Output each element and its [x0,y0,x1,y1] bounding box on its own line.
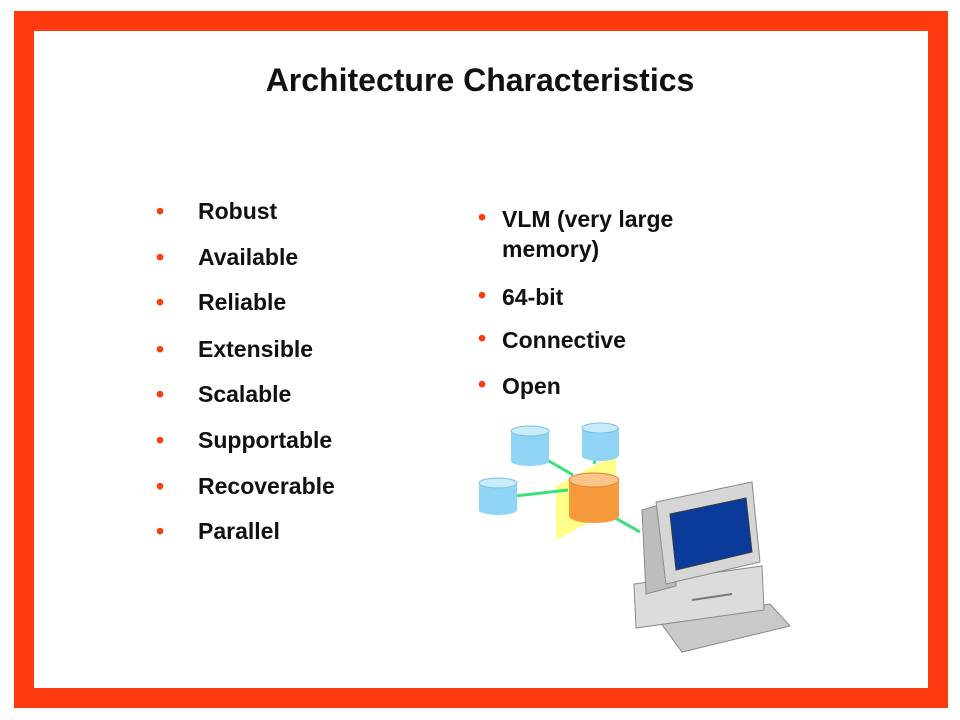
bullet-icon: • [478,371,487,397]
slide-title: Architecture Characteristics [265,62,695,98]
bullet-icon: • [156,198,165,224]
bullet-icon: • [156,518,165,544]
slide-frame [14,11,948,708]
bullet-icon: • [478,282,487,308]
database-icon [478,477,518,515]
bullet-icon: • [156,244,165,270]
bullet-icon: • [156,336,165,362]
database-icon [510,425,550,466]
bullet-icon: • [156,473,165,499]
database-icon [568,472,620,523]
bullet-icon: • [478,325,487,351]
bullet-icon: • [156,427,165,453]
bullet-icon: • [478,204,487,230]
bullet-icon: • [156,289,165,315]
database-icon [581,422,619,461]
network-clipart [478,422,791,653]
bullet-icon: • [156,381,165,407]
computer-icon [633,481,791,653]
